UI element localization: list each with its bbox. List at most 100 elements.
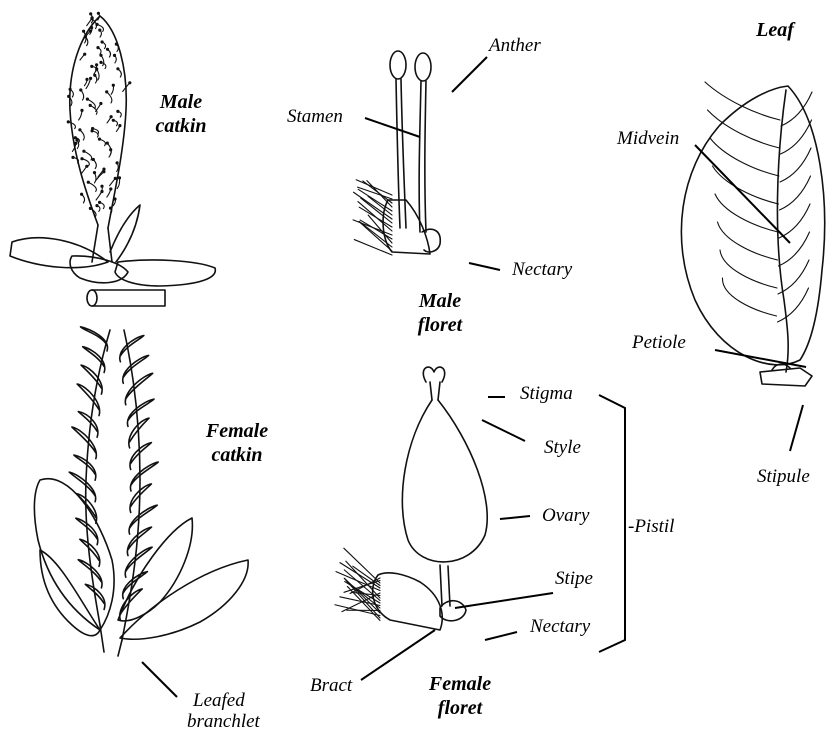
leaf-vein-left	[722, 278, 776, 316]
catkin-anther-dot	[98, 138, 101, 141]
leaf-vein-left	[708, 110, 780, 148]
label-stigma: Stigma	[520, 383, 573, 405]
catkin-floret-mark	[96, 172, 104, 180]
catkin-anther-dot	[113, 197, 116, 200]
label-leafed-branchlet: Leafed branchlet	[187, 690, 260, 732]
catkin-anther-dot	[82, 150, 85, 153]
catkin-anther-dot	[80, 157, 83, 160]
catkin-anther-dot	[95, 63, 98, 66]
catkin-anther-dot	[114, 177, 117, 180]
catkin-anther-dot	[93, 74, 96, 77]
catkin-anther-dot	[106, 142, 109, 145]
leaf-vein-left	[715, 194, 778, 232]
catkin-anther-dot	[98, 201, 101, 204]
catkin-anther-dot	[83, 53, 86, 56]
female-floret-drawing	[335, 367, 487, 630]
catkin-anther-dot	[95, 67, 98, 70]
catkin-anther-dot	[85, 165, 88, 168]
catkin-anther-dot	[102, 170, 105, 173]
catkin-floret-mark	[87, 99, 95, 109]
catkin-scale	[69, 472, 95, 502]
leaf-vein-right	[779, 204, 810, 238]
floret-hair	[368, 196, 392, 215]
catkin-anther-dot	[95, 23, 98, 26]
catkin-anther-dot	[89, 207, 92, 210]
label-petiole: Petiole	[632, 332, 686, 354]
label-style: Style	[544, 437, 581, 459]
catkin-anther-dot	[82, 30, 85, 33]
label-stamen: Stamen	[287, 106, 343, 128]
catkin-anther-dot	[87, 181, 90, 184]
catkin-anther-dot	[93, 171, 96, 174]
catkin-anther-dot	[105, 90, 108, 93]
catkin-anther-dot	[90, 17, 93, 20]
label-bract: Bract	[310, 675, 352, 697]
catkin-anther-dot	[89, 104, 92, 107]
catkin-anther-dot	[109, 187, 112, 190]
catkin-anther-dot	[118, 176, 121, 179]
catkin-anther-dot	[100, 185, 103, 188]
catkin-floret-mark	[90, 105, 97, 114]
catkin-anther-dot	[128, 81, 131, 84]
catkin-scale	[74, 455, 96, 480]
catkin-scale	[78, 412, 98, 438]
catkin-anther-dot	[116, 67, 119, 70]
label-pistil: -Pistil	[628, 516, 674, 538]
leaf-vein-left	[718, 222, 778, 260]
female-catkin-drawing	[34, 327, 248, 656]
catkin-anther-dot	[99, 54, 102, 57]
catkin-floret-mark	[80, 130, 84, 140]
label-anther: Anther	[489, 35, 541, 57]
catkin-anther-dot	[84, 35, 87, 38]
leader-lines	[142, 57, 806, 697]
catkin-anther-dot	[112, 119, 115, 122]
male-catkin-title: Malecatkin	[145, 90, 217, 138]
catkin-anther-dot	[80, 193, 83, 196]
catkin-anther-dot	[110, 115, 113, 118]
catkin-anther-dot	[100, 190, 103, 193]
catkin-anther-dot	[99, 102, 102, 105]
catkin-anther-dot	[79, 88, 82, 91]
catkin-anther-dot	[85, 78, 88, 81]
leaf-vein-left	[720, 250, 777, 288]
leaf-vein-right	[780, 148, 811, 182]
female-catkin-title: Femalecatkin	[197, 419, 277, 467]
catkin-anther-dot	[74, 142, 77, 145]
catkin-anther-dot	[86, 98, 89, 101]
catkin-anther-dot	[112, 84, 115, 87]
catkin-scale	[81, 365, 102, 394]
catkin-anther-dot	[95, 204, 98, 207]
catkin-anther-dot	[113, 54, 116, 57]
label-ovary: Ovary	[542, 505, 589, 527]
catkin-anther-dot	[116, 161, 119, 164]
catkin-anther-dot	[115, 43, 118, 46]
catkin-anther-dot	[118, 124, 121, 127]
catkin-anther-dot	[98, 29, 101, 32]
label-stipule: Stipule	[757, 466, 810, 488]
female-floret-title: Femalefloret	[420, 672, 500, 720]
catkin-anther-dot	[92, 158, 95, 161]
catkin-anther-dot	[67, 95, 70, 98]
catkin-floret-mark	[84, 151, 92, 160]
catkin-floret-mark	[88, 182, 96, 191]
catkin-anther-dot	[91, 129, 94, 132]
catkin-anther-dot	[80, 109, 83, 112]
catkin-anther-dot	[89, 29, 92, 32]
catkin-anther-dot	[109, 148, 112, 151]
leaf-vein-right	[780, 176, 811, 210]
catkin-anther-dot	[75, 139, 78, 142]
label-midvein: Midvein	[617, 128, 679, 150]
leaf-vein-left	[705, 82, 780, 120]
catkin-anther-dot	[96, 46, 99, 49]
catkin-anther-dot	[99, 61, 102, 64]
catkin-scale	[83, 347, 105, 373]
catkin-anther-dot	[67, 120, 70, 123]
catkin-anther-dot	[101, 40, 104, 43]
catkin-anther-dot	[116, 110, 119, 113]
catkin-anther-dot	[89, 12, 92, 15]
catkin-floret-mark	[101, 55, 104, 65]
catkin-anther-dot	[69, 88, 72, 91]
catkin-anther-dot	[71, 156, 74, 159]
